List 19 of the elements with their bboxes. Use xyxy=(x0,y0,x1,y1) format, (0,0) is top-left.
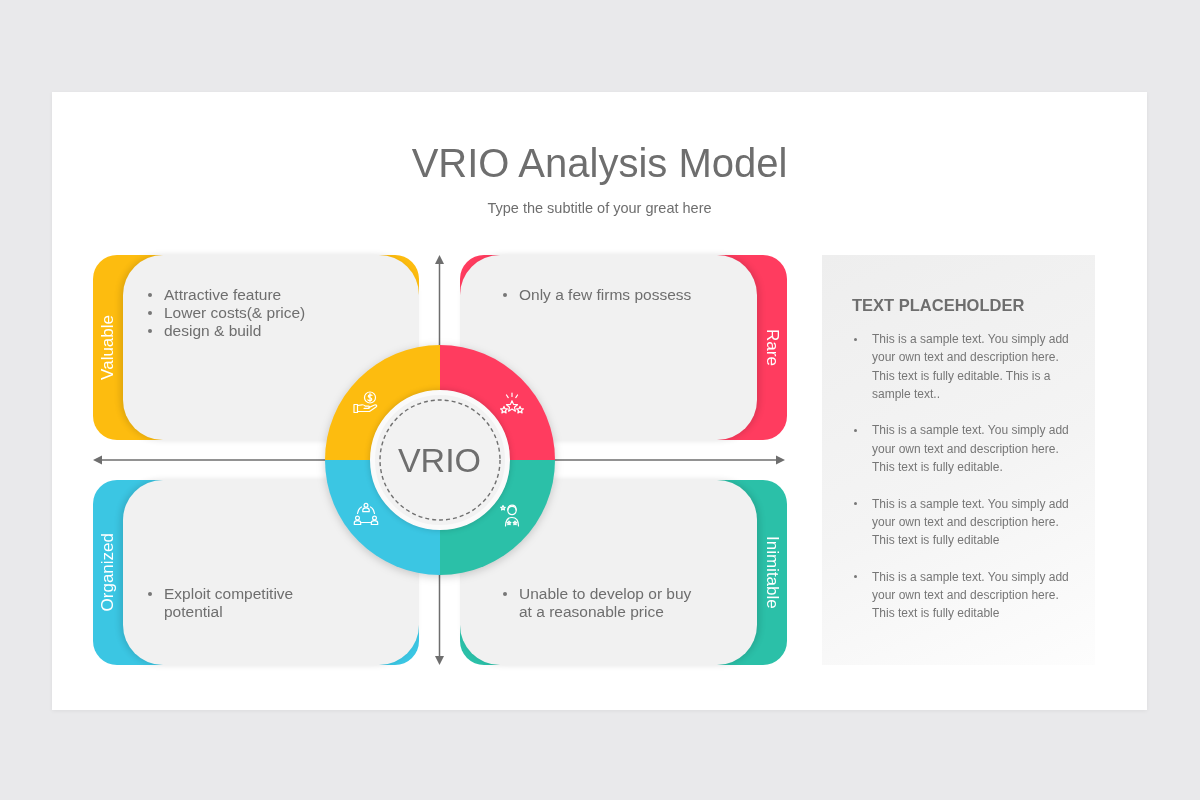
panel-heading: TEXT PLACEHOLDER xyxy=(852,295,1025,315)
bullet-item: Lower costs(& price) xyxy=(145,304,375,322)
bullet-item: design & build xyxy=(145,322,375,340)
bullet-item: Only a few firms possess xyxy=(500,286,730,304)
tab-label: Valuable xyxy=(98,315,118,380)
subtitle: Type the subtitle of your great here xyxy=(487,200,712,216)
tab-label: Inimitable xyxy=(762,536,782,609)
title: VRIO Analysis Model xyxy=(411,141,788,185)
tab-label: Rare xyxy=(762,329,782,366)
bullet-item: This is a sample text. You simply add your own text and description here. This text is fully editable xyxy=(852,567,1074,623)
center-label: VRIO xyxy=(397,441,482,479)
bullet-item: Exploit competitive potential xyxy=(145,585,334,621)
text-panel xyxy=(822,255,1095,665)
bullet-item: This is a sample text. You simply add your own text and description here. This text is fully editable. This is a sample text.. xyxy=(852,330,1074,404)
bullet-item: This is a sample text. You simply add your own text and description here. This text is fully editable. xyxy=(852,421,1074,477)
bullet-item: Attractive feature xyxy=(145,286,375,304)
bullet-item: This is a sample text. You simply add your own text and description here. This text is fully editable xyxy=(852,494,1074,550)
bullet-item: Unable to develop or buy at a reasonable price xyxy=(500,585,701,621)
tab-label: Organized xyxy=(98,533,118,612)
